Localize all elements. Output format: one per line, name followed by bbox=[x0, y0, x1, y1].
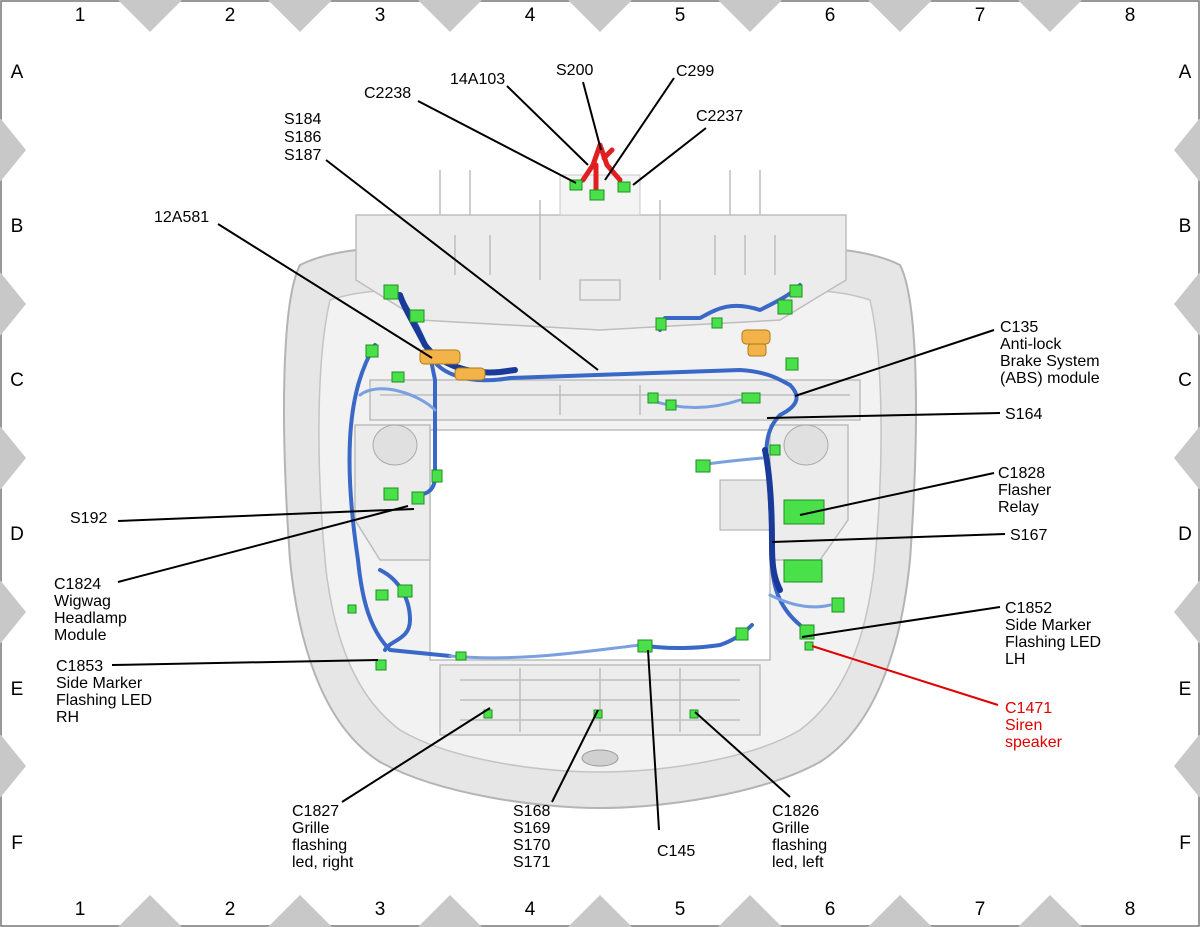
leader-14a103 bbox=[506, 85, 589, 166]
label-s192: S192 bbox=[70, 510, 107, 527]
label-c1827: C1827 Grille flashing led, right bbox=[292, 803, 354, 871]
leader-c1853 bbox=[111, 659, 379, 666]
grid-row-f-right: F bbox=[1179, 833, 1191, 854]
grid-col-4: 4 bbox=[525, 5, 536, 26]
label-12a581: 12A581 bbox=[154, 209, 209, 226]
grid-row-e-right: E bbox=[1179, 679, 1192, 700]
label-s164: S164 bbox=[1005, 406, 1042, 423]
harness-connectors bbox=[347, 179, 845, 719]
grid-col-5-bottom: 5 bbox=[675, 899, 686, 920]
grid-col-1-bottom: 1 bbox=[75, 899, 86, 920]
leader-s184 bbox=[325, 159, 599, 371]
leader-c299 bbox=[604, 77, 675, 181]
leader-c1852 bbox=[801, 606, 1001, 638]
label-c135: C135 Anti-lock Brake System (ABS) module bbox=[1000, 319, 1104, 387]
grid-row-labels-left: A B C D E F bbox=[10, 62, 24, 854]
label-14a103: 14A103 bbox=[450, 71, 505, 88]
grid-row-d: D bbox=[10, 524, 24, 545]
grid-column-labels-bottom: 1 2 3 4 5 6 7 8 bbox=[75, 899, 1136, 920]
grid-row-c: C bbox=[10, 370, 24, 391]
grid-col-7-bottom: 7 bbox=[975, 899, 986, 920]
label-c2237: C2237 bbox=[696, 108, 743, 125]
leader-12a581 bbox=[217, 223, 433, 359]
grid-row-f: F bbox=[11, 833, 23, 854]
grid-row-a-right: A bbox=[1179, 62, 1192, 83]
label-s167: S167 bbox=[1010, 527, 1047, 544]
grid-col-8: 8 bbox=[1125, 5, 1136, 26]
grid-row-b: B bbox=[11, 216, 24, 237]
leader-c1824 bbox=[117, 505, 409, 583]
grid-col-5: 5 bbox=[675, 5, 686, 26]
label-s200: S200 bbox=[556, 62, 593, 79]
leader-c1827 bbox=[341, 707, 491, 803]
leader-c1828 bbox=[799, 472, 995, 516]
label-c145: C145 bbox=[657, 843, 695, 860]
leader-c2237 bbox=[632, 127, 707, 186]
grid-col-6-bottom: 6 bbox=[825, 899, 836, 920]
label-c299: C299 bbox=[676, 63, 714, 80]
callout-labels: C2238 14A103 S200 C299 C2237 S184 S186 S… bbox=[54, 62, 1106, 871]
grid-col-2: 2 bbox=[225, 5, 236, 26]
label-c1828: C1828 Flasher Relay bbox=[998, 465, 1056, 516]
label-c1824: C1824 Wigwag Headlamp Module bbox=[54, 576, 131, 644]
leader-s164 bbox=[766, 412, 1001, 419]
grid-col-7: 7 bbox=[975, 5, 986, 26]
leader-c1471 bbox=[811, 645, 999, 706]
leader-c145 bbox=[647, 649, 660, 831]
vehicle-front-body bbox=[283, 170, 917, 810]
grid-col-1: 1 bbox=[75, 5, 86, 26]
leader-s167 bbox=[771, 533, 1006, 543]
leader-c2238 bbox=[417, 100, 577, 184]
grid-row-d-right: D bbox=[1178, 524, 1192, 545]
grid-row-c-right: C bbox=[1178, 370, 1192, 391]
label-s168-s171: S168 S169 S170 S171 bbox=[513, 803, 555, 871]
label-c1471: C1471 Siren speaker bbox=[1005, 700, 1063, 751]
grid-col-8-bottom: 8 bbox=[1125, 899, 1136, 920]
grid-col-3-bottom: 3 bbox=[375, 899, 386, 920]
grid-col-6: 6 bbox=[825, 5, 836, 26]
grid-row-labels-right: A B C D E F bbox=[1178, 62, 1192, 854]
grid-col-4-bottom: 4 bbox=[525, 899, 536, 920]
grid-row-b-right: B bbox=[1179, 216, 1192, 237]
label-c1852: C1852 Side Marker Flashing LED LH bbox=[1005, 600, 1106, 668]
leader-lines bbox=[111, 77, 1006, 831]
grid-row-a: A bbox=[11, 62, 24, 83]
leader-c135 bbox=[794, 329, 995, 397]
leader-c1826 bbox=[694, 711, 791, 798]
label-s184-s186-s187: S184 S186 S187 bbox=[284, 111, 326, 164]
label-c1853: C1853 Side Marker Flashing LED RH bbox=[56, 658, 157, 726]
leader-s200 bbox=[582, 81, 602, 151]
label-c1826: C1826 Grille flashing led, left bbox=[772, 803, 832, 871]
grid-column-labels-top: 1 2 3 4 5 6 7 8 bbox=[75, 5, 1136, 26]
label-c2238: C2238 bbox=[364, 85, 411, 102]
grid-row-e: E bbox=[11, 679, 24, 700]
leader-s168 bbox=[551, 709, 599, 803]
grid-col-3: 3 bbox=[375, 5, 386, 26]
grid-col-2-bottom: 2 bbox=[225, 899, 236, 920]
leader-s192 bbox=[117, 508, 415, 522]
